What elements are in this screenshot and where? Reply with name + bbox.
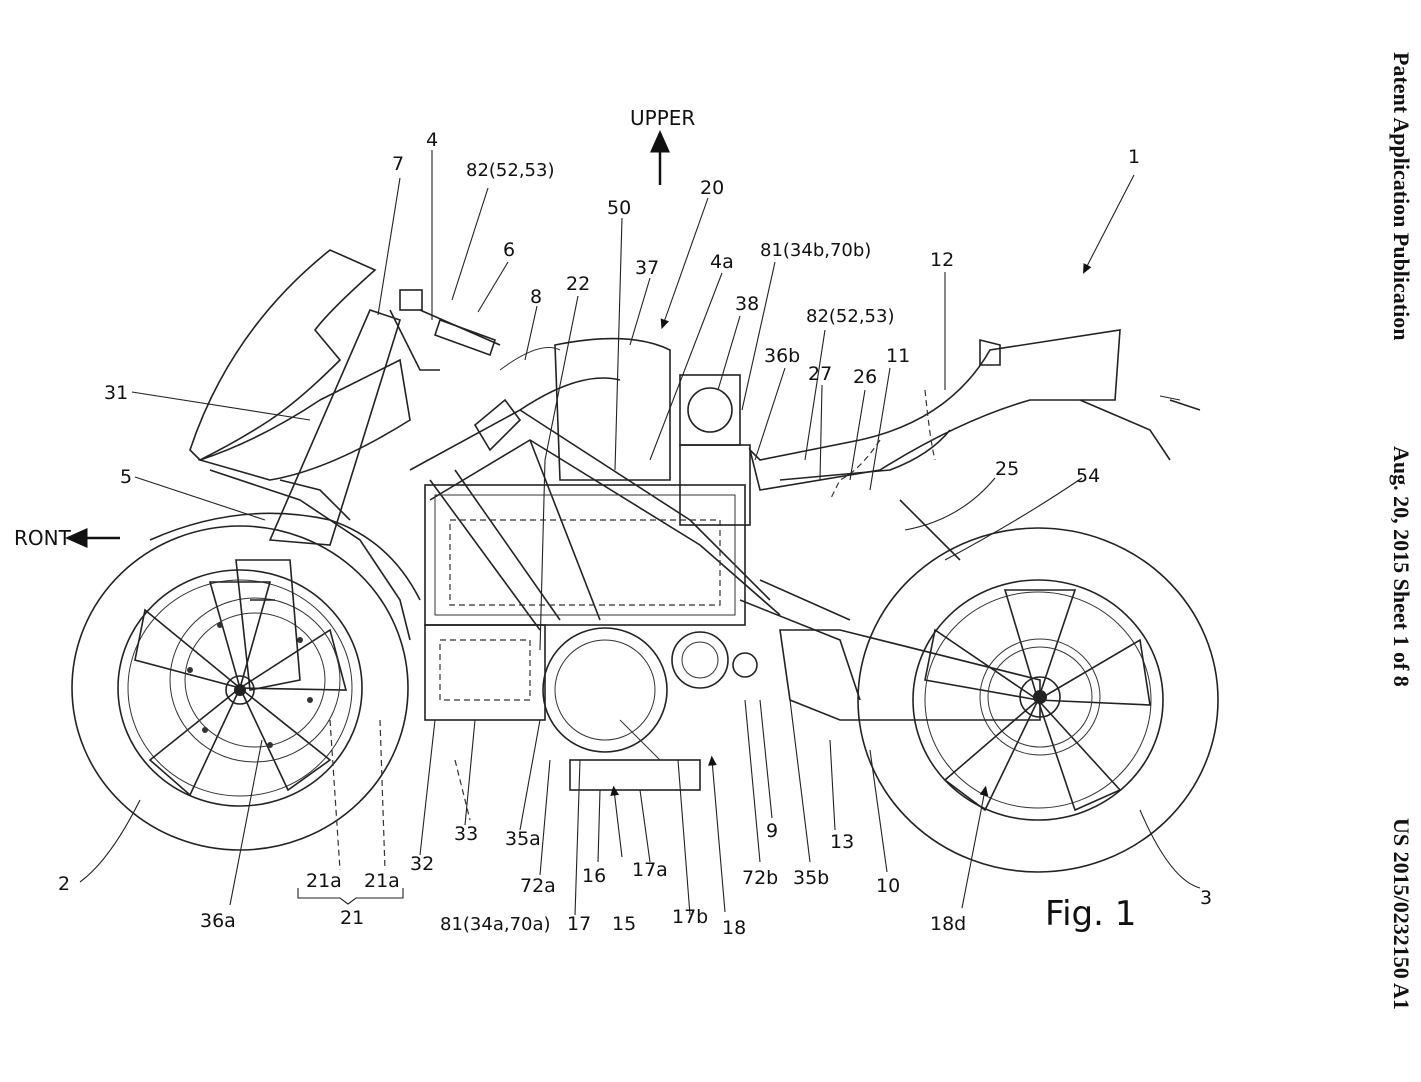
label-36b: 36b (764, 345, 800, 367)
label-37: 37 (635, 257, 659, 279)
label-72b: 72b (742, 867, 778, 889)
label-35b: 35b (793, 867, 829, 889)
label-15: 15 (612, 913, 636, 935)
label-21a-right: 21a (364, 870, 400, 892)
direction-indicators (65, 130, 1135, 913)
label-12: 12 (930, 249, 954, 271)
label-18d: 18d (930, 913, 966, 935)
handlebar (389, 289, 501, 371)
reference-labels: 1 2 3 4 4a 5 6 7 8 9 10 11 12 13 15 16 1… (58, 129, 1212, 939)
label-9: 9 (766, 820, 778, 842)
label-22: 22 (566, 273, 590, 295)
date-sheet: Aug. 20, 2015 Sheet 1 of 8 (1389, 446, 1414, 687)
publication-title: Patent Application Publication (1389, 52, 1414, 341)
label-4a: 4a (710, 251, 734, 273)
label-5: 5 (120, 466, 132, 488)
label-81-top: 81(34b,70b) (760, 240, 871, 261)
label-17b: 17b (672, 906, 708, 928)
bracket-21 (297, 888, 404, 905)
battery-case (424, 337, 746, 721)
label-10: 10 (876, 875, 900, 897)
label-13: 13 (830, 831, 854, 853)
label-33: 33 (454, 823, 478, 845)
label-8: 8 (530, 286, 542, 308)
label-26: 26 (853, 366, 877, 388)
label-20: 20 (700, 177, 724, 199)
label-18: 18 (722, 917, 746, 939)
label-3: 3 (1200, 887, 1212, 909)
main-frame (409, 377, 781, 631)
label-32: 32 (410, 853, 434, 875)
upper-direction-label: UPPER (630, 106, 695, 130)
label-82-right: 82(52,53) (806, 306, 894, 327)
label-17: 17 (567, 913, 591, 935)
drive-motor (542, 627, 758, 791)
label-21a-left: 21a (306, 870, 342, 892)
label-7: 7 (392, 153, 404, 175)
label-72a: 72a (520, 875, 556, 897)
rear-wheel (857, 527, 1219, 873)
label-27: 27 (808, 363, 832, 385)
label-17a: 17a (632, 859, 668, 881)
publication-number: US 2015/0232150 A1 (1389, 818, 1414, 1010)
front-wheel (71, 525, 409, 851)
label-81-bottom: 81(34a,70a) (440, 914, 551, 935)
upper-unit (679, 374, 751, 526)
patent-header: Patent Application Publication Aug. 20, … (1378, 0, 1418, 1082)
label-50: 50 (607, 197, 631, 219)
label-82-left: 82(52,53) (466, 160, 554, 181)
front-direction-label: RONT (14, 526, 72, 550)
figure-title: Fig. 1 (1045, 894, 1136, 934)
label-35a: 35a (505, 828, 541, 850)
label-38: 38 (735, 293, 759, 315)
hidden-lines (329, 389, 936, 871)
front-fairing (149, 249, 421, 641)
label-54: 54 (1076, 465, 1100, 487)
label-1: 1 (1128, 146, 1140, 168)
label-25: 25 (995, 458, 1019, 480)
label-4: 4 (426, 129, 438, 151)
label-21: 21 (340, 907, 364, 929)
label-36a: 36a (200, 910, 236, 932)
label-11: 11 (886, 345, 910, 367)
label-6: 6 (503, 239, 515, 261)
label-2: 2 (58, 873, 70, 895)
label-16: 16 (582, 865, 606, 887)
seat-tail (748, 329, 1201, 561)
leader-lines (79, 150, 1201, 916)
label-31: 31 (104, 382, 128, 404)
front-fork (235, 309, 401, 691)
